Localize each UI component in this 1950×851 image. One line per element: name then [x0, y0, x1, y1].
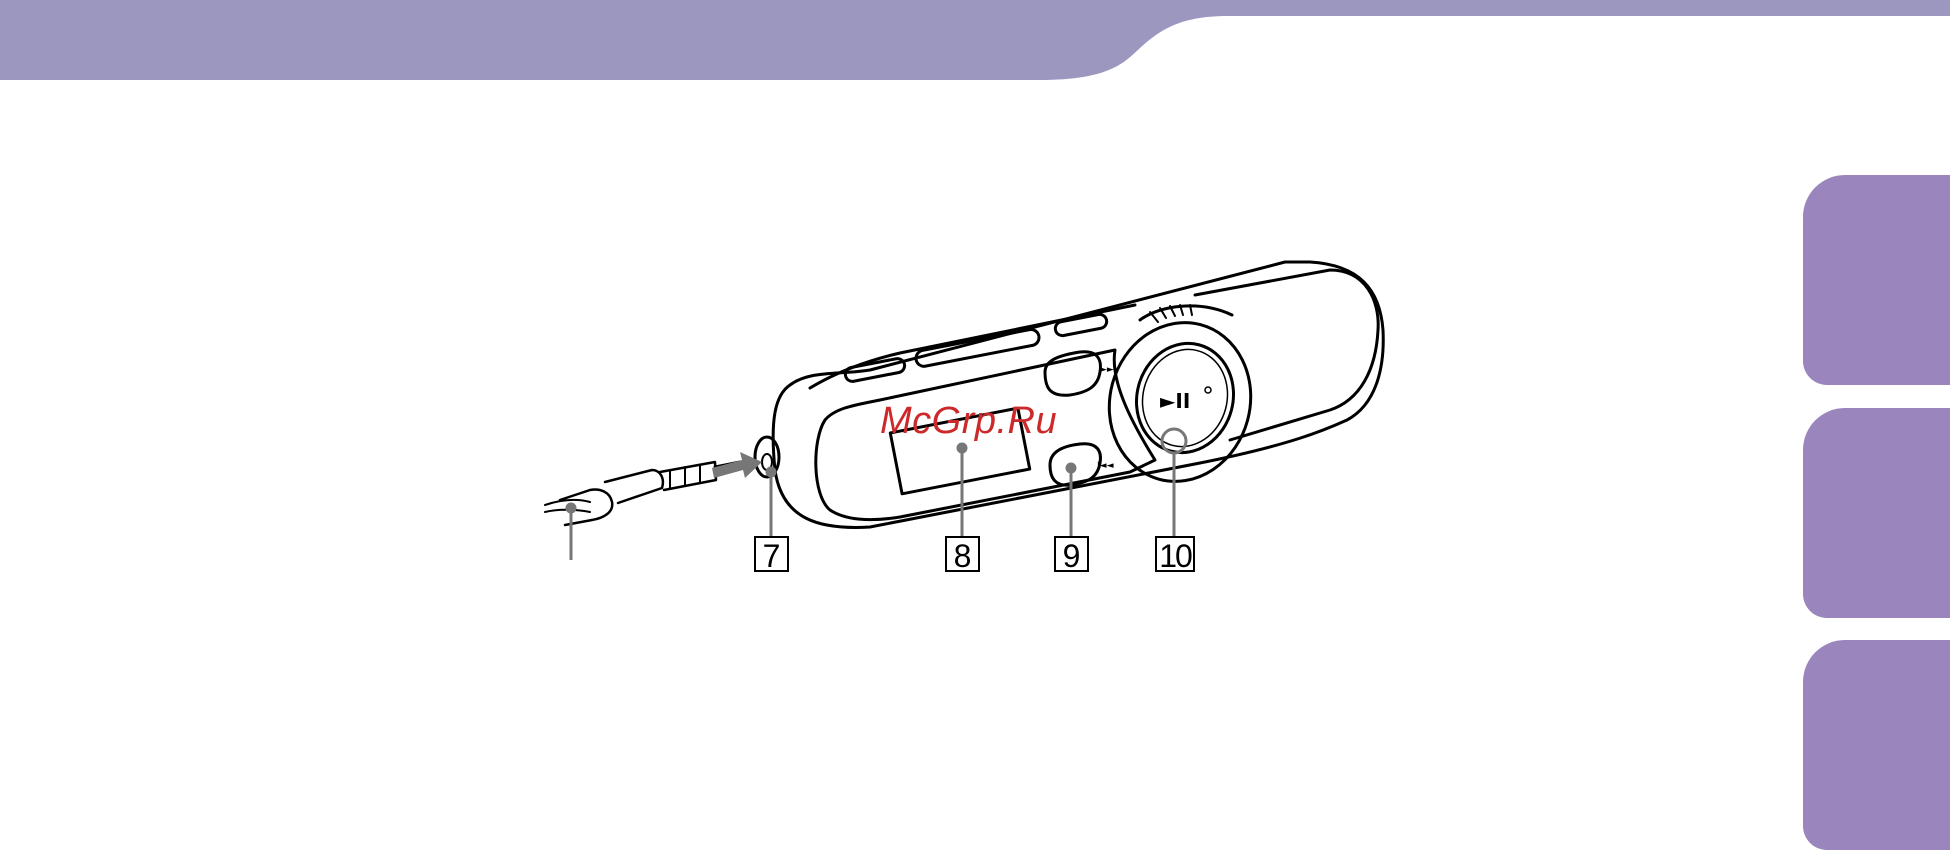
callout-8: 8: [945, 536, 980, 572]
top-button-right: [1054, 313, 1108, 337]
callout-9: 9: [1054, 536, 1089, 572]
watermark-text: McGrp.Ru: [880, 400, 1057, 443]
callout-7: 7: [754, 536, 789, 572]
volume-slider: [915, 328, 1041, 368]
prev-glyph-icon: I◄◄: [1097, 461, 1114, 471]
next-glyph-icon: ►►I: [1100, 365, 1117, 375]
callout-10: 10: [1155, 536, 1195, 572]
play-pause-glyph-icon: ►II: [1160, 389, 1190, 413]
